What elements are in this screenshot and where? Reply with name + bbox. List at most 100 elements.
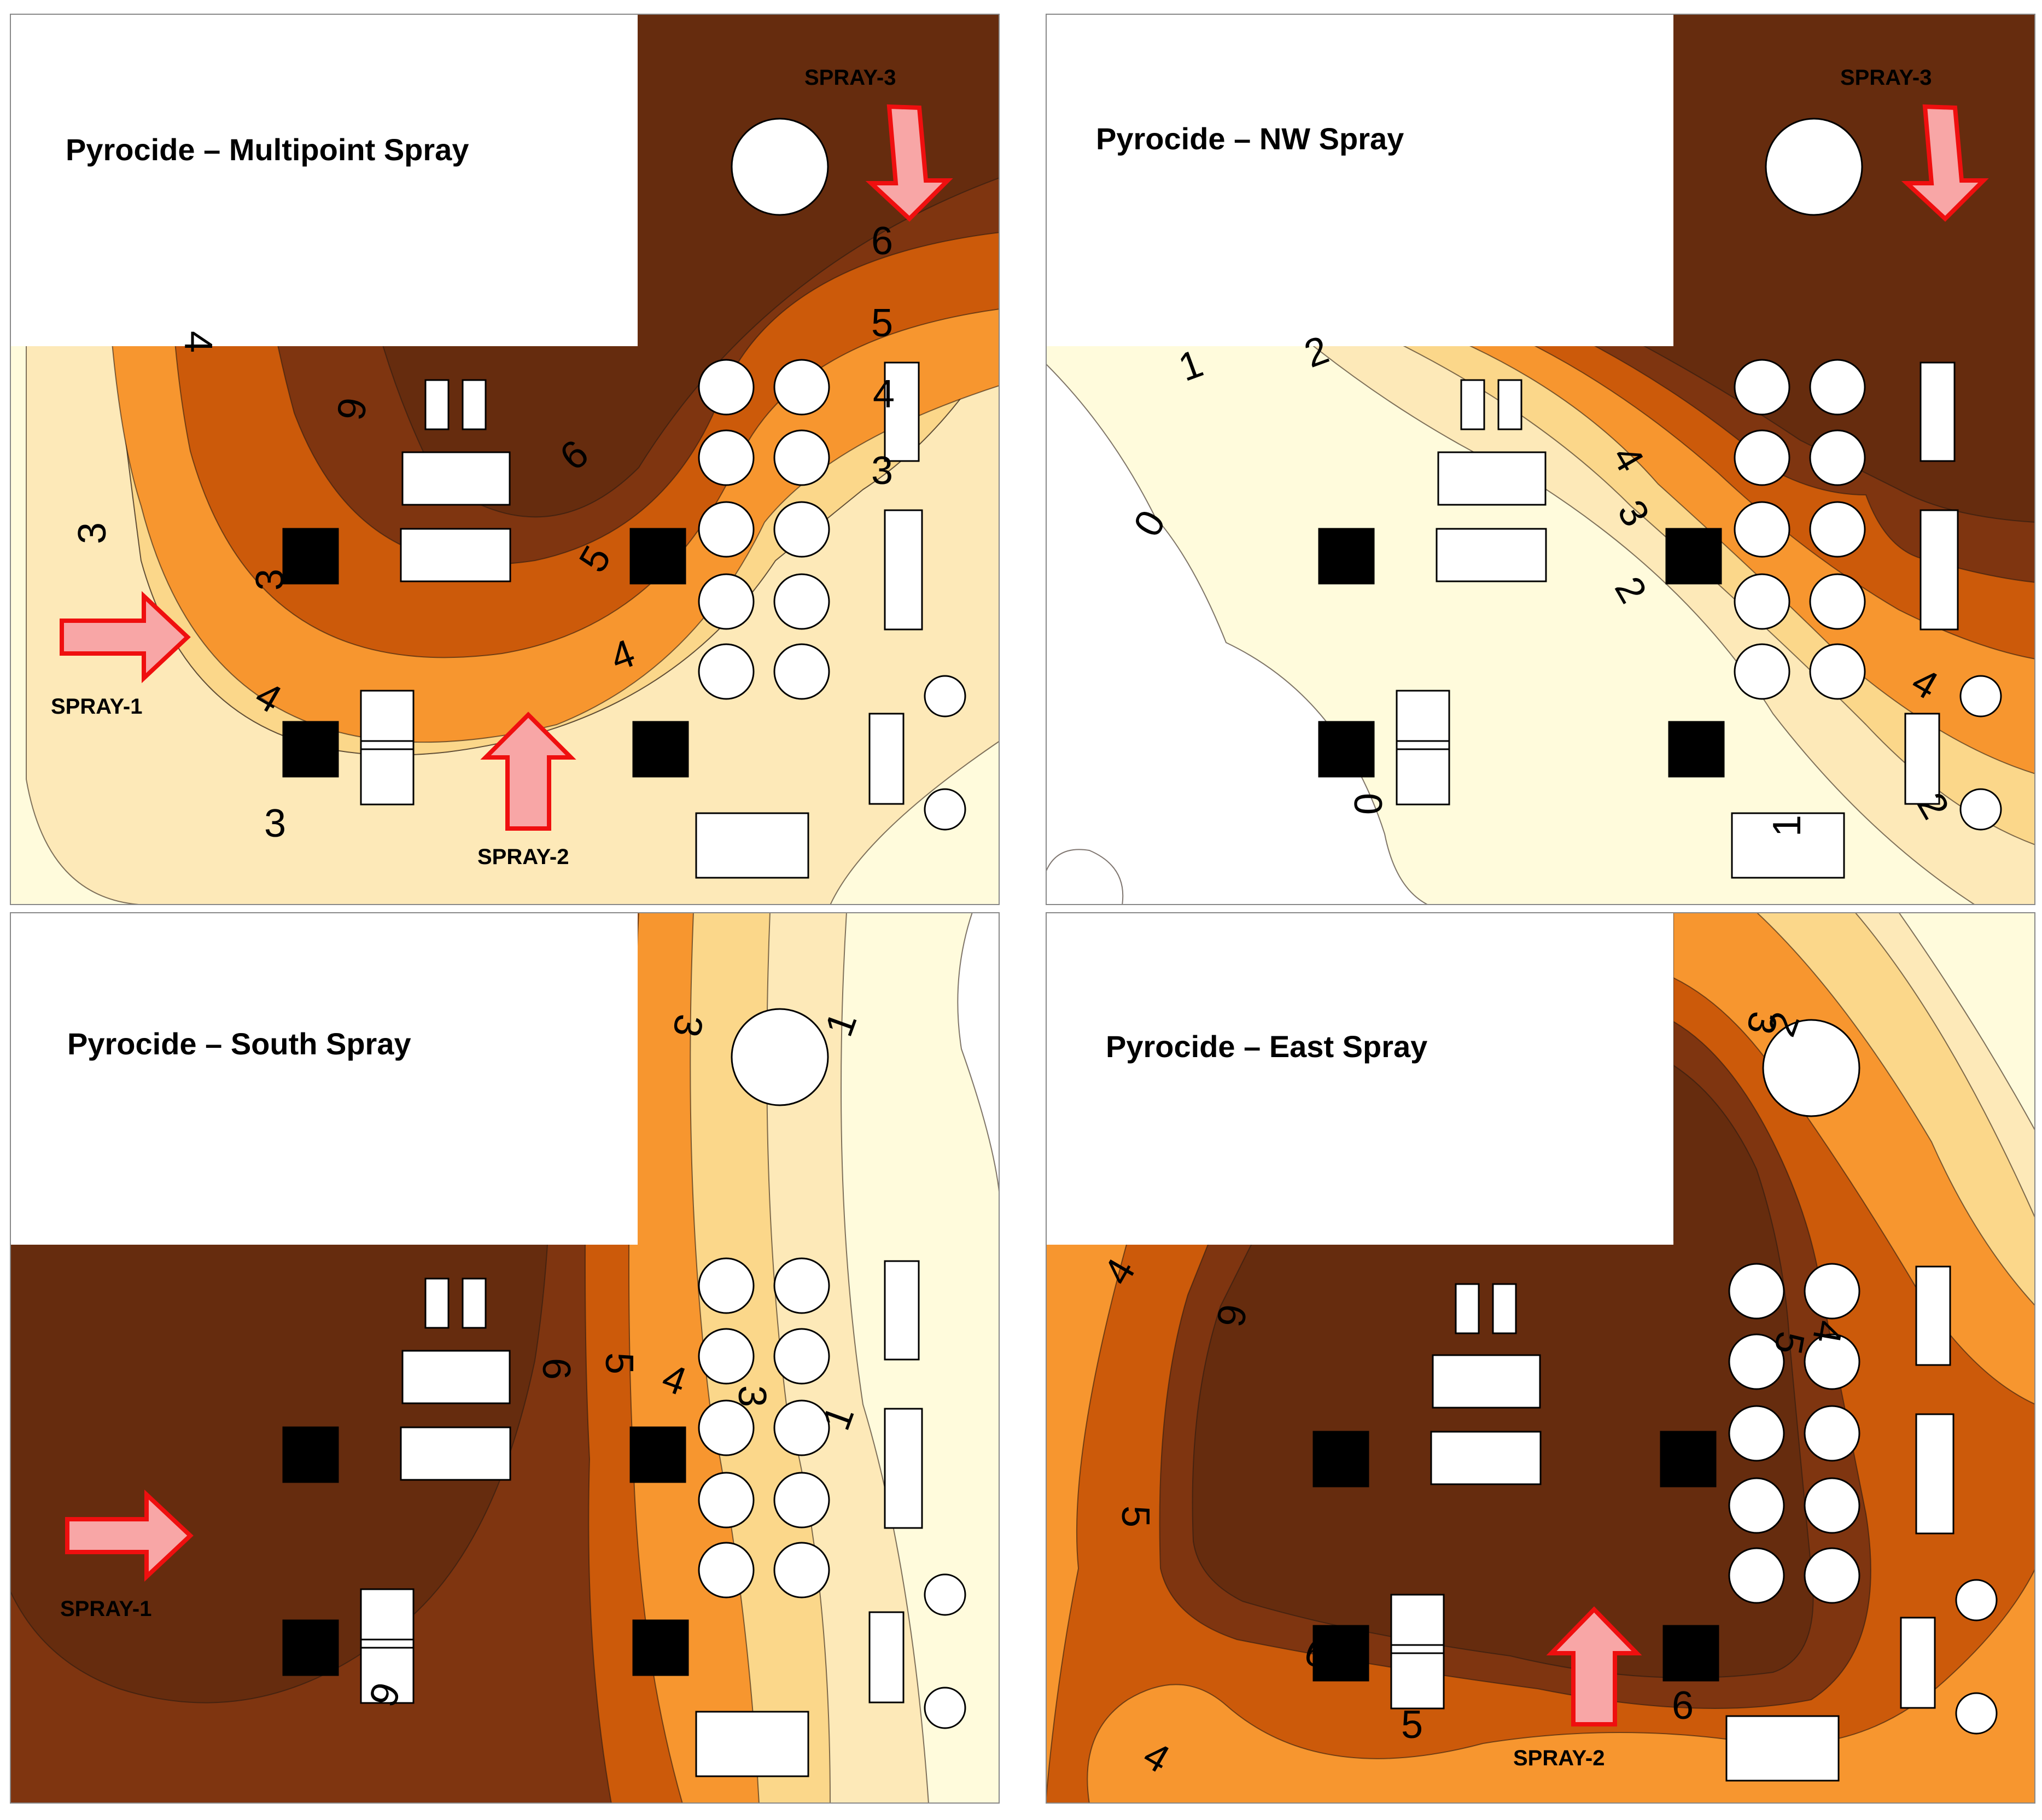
- table-block: [695, 812, 809, 879]
- panel-border: [1046, 14, 2035, 905]
- contour-band-1: [1898, 912, 2035, 1131]
- black-block: [282, 721, 339, 778]
- contour-band-0: [1046, 849, 1124, 905]
- tank-obstacle: [1762, 1019, 1860, 1117]
- arrow-right-icon: [60, 591, 191, 684]
- panel-title: Pyrocide – East Spray: [1106, 1029, 1427, 1064]
- contour-label: 1: [1765, 815, 1809, 837]
- rack-block: [868, 713, 905, 805]
- title-box: [10, 14, 638, 346]
- contour-label: 6: [1672, 1684, 1694, 1728]
- tank-obstacle: [731, 1008, 829, 1106]
- small-tank: [924, 1573, 966, 1616]
- spray-label: SPRAY-3: [804, 66, 896, 90]
- small-tank: [1955, 1692, 1998, 1735]
- contour-label: 5: [1401, 1703, 1423, 1747]
- small-tank: [924, 788, 966, 831]
- spray-label: SPRAY-2: [477, 845, 569, 869]
- map-panel-east: Pyrocide – East Spray 3 2 4 6 5: [1046, 912, 2035, 1804]
- black-block: [632, 1619, 689, 1676]
- spray-label: SPRAY-3: [1840, 66, 1932, 90]
- arrow-down-icon: [1901, 104, 1989, 222]
- black-block: [629, 1426, 686, 1483]
- small-block: [462, 379, 487, 430]
- contour-label: 4: [176, 331, 220, 353]
- black-block: [1318, 528, 1375, 585]
- obstacles: [1318, 118, 2002, 879]
- spray-label: SPRAY-1: [60, 1597, 152, 1621]
- rack-block: [868, 1611, 905, 1704]
- obstacles: [282, 1008, 966, 1777]
- drum-grid: [698, 1257, 830, 1599]
- title-box: [1046, 912, 1673, 1245]
- contour-label: 3: [871, 449, 893, 493]
- rack-block: [884, 361, 920, 462]
- small-tank: [924, 675, 966, 718]
- rack-block: [884, 1260, 920, 1361]
- arrow-right-icon: [65, 1489, 194, 1582]
- contour-label: 5: [1113, 1506, 1157, 1527]
- black-block: [632, 721, 689, 778]
- table-block: [1437, 451, 1547, 506]
- small-block: [1497, 379, 1522, 430]
- contour-label: 3: [730, 1385, 774, 1407]
- drum-grid: [1734, 359, 1866, 700]
- contour-label: 5: [597, 1352, 641, 1374]
- small-block: [424, 1278, 450, 1329]
- shelf-block: [360, 690, 415, 806]
- rack-block: [1920, 361, 1956, 462]
- black-block: [1668, 721, 1725, 778]
- table-block: [401, 451, 511, 506]
- rack-block: [1904, 713, 1940, 805]
- table-block: [1731, 812, 1845, 879]
- contour-label: 3: [264, 802, 286, 845]
- table-block: [400, 1426, 511, 1481]
- shelf-block: [1396, 690, 1450, 806]
- panel-border: [10, 912, 1000, 1804]
- small-block: [424, 379, 450, 430]
- rack-block: [1920, 509, 1959, 631]
- shelf-block: [360, 1588, 415, 1704]
- table-block: [1436, 528, 1547, 582]
- obstacles: [282, 118, 966, 879]
- small-block: [1455, 1283, 1480, 1334]
- spray-label: SPRAY-2: [1513, 1746, 1605, 1770]
- panel-border: [10, 14, 1000, 905]
- contour-label: 0: [1347, 793, 1391, 815]
- map-panel-nw: Pyrocide – NW Spray 1 2 0 4 3 2: [1046, 14, 2035, 905]
- drum-grid: [698, 359, 830, 700]
- rack-block: [1915, 1265, 1951, 1366]
- table-block: [401, 1350, 511, 1404]
- table-block: [1432, 1354, 1541, 1409]
- contour-label: 3: [71, 522, 114, 544]
- black-block: [1662, 1625, 1719, 1682]
- small-tank: [924, 1687, 966, 1729]
- small-block: [1460, 379, 1485, 430]
- tank-obstacle: [731, 118, 829, 216]
- arrow-up-icon: [1546, 1606, 1642, 1726]
- contour-label: 3: [248, 569, 292, 591]
- arrow-down-icon: [865, 104, 953, 222]
- rack-block: [884, 1408, 923, 1529]
- title-box: [10, 912, 638, 1245]
- table-block: [1430, 1431, 1542, 1485]
- panel-border: [1046, 912, 2035, 1804]
- black-block: [629, 528, 686, 585]
- tank-obstacle: [1765, 118, 1863, 216]
- map-panel-multipoint: Pyrocide – Multipoint Spray 6 5 4: [10, 14, 1000, 905]
- black-block: [282, 528, 339, 585]
- small-tank: [1959, 675, 2002, 718]
- small-block: [1492, 1283, 1517, 1334]
- spray-label: SPRAY-1: [51, 695, 143, 719]
- small-tank: [1955, 1579, 1998, 1621]
- drum-grid: [1728, 1263, 1860, 1604]
- black-block: [282, 1426, 339, 1483]
- title-box: [1046, 14, 1673, 346]
- table-block: [1725, 1715, 1840, 1782]
- obstacles: [1312, 1019, 1998, 1782]
- small-block: [462, 1278, 487, 1329]
- black-block: [1312, 1625, 1369, 1682]
- panel-title: Pyrocide – NW Spray: [1096, 121, 1404, 156]
- table-block: [400, 528, 511, 582]
- panel-title: Pyrocide – South Spray: [67, 1026, 411, 1061]
